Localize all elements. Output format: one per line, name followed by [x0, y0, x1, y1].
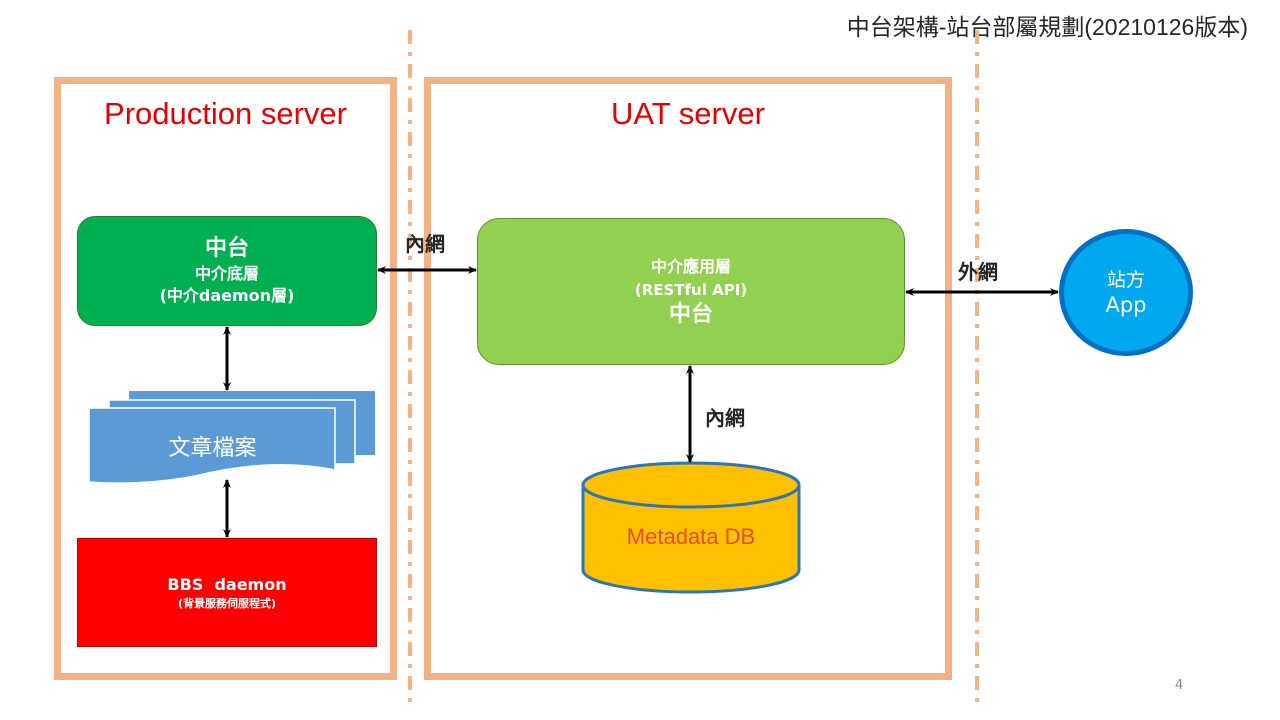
boundary-line-right: [975, 30, 979, 710]
client-app-node[interactable]: 站方 App: [1059, 229, 1193, 356]
internet-label-app: 外網: [958, 260, 998, 284]
intranet-label-db: 內網: [705, 406, 745, 430]
middle-app-layer-node[interactable]: 中介應用層 (RESTful API) 中台: [477, 218, 905, 365]
middle-platform-title: 中台: [204, 236, 249, 261]
document-sheet-front: [88, 407, 336, 484]
metadata-db-node[interactable]: [578, 460, 804, 596]
uat-server-label: UAT server: [611, 96, 765, 131]
documents-label: 文章檔案: [168, 436, 257, 461]
db-top: [581, 461, 801, 509]
db-body: [581, 485, 801, 594]
metadata-db-label: Metadata DB: [626, 524, 756, 549]
bbs-daemon-title: BBS daemon: [167, 574, 287, 594]
client-app-line1: 站方: [1106, 268, 1145, 291]
documents-node[interactable]: [85, 388, 380, 488]
middle-platform-line2: (中介daemon層): [159, 286, 295, 305]
page-number: 4: [1175, 678, 1184, 693]
bbs-daemon-subtitle: (背景服務伺服程式): [177, 596, 277, 610]
middle-platform-node[interactable]: 中台 中介底層 (中介daemon層): [77, 216, 377, 326]
intranet-label-servers: 內網: [405, 232, 445, 256]
production-server-label: Production server: [104, 96, 347, 131]
middle-app-layer-line2: (RESTful API): [634, 280, 748, 299]
middle-app-layer-title: 中台: [668, 301, 713, 327]
bbs-daemon-node[interactable]: BBS daemon (背景服務伺服程式): [77, 538, 377, 647]
middle-platform-line1: 中介底層: [194, 264, 259, 283]
slide-title: 中台架構-站台部屬規劃(20210126版本): [846, 14, 1248, 40]
boundary-line-left: [408, 30, 412, 710]
middle-app-layer-line1: 中介應用層: [650, 256, 731, 276]
client-app-line2: App: [1105, 292, 1147, 317]
